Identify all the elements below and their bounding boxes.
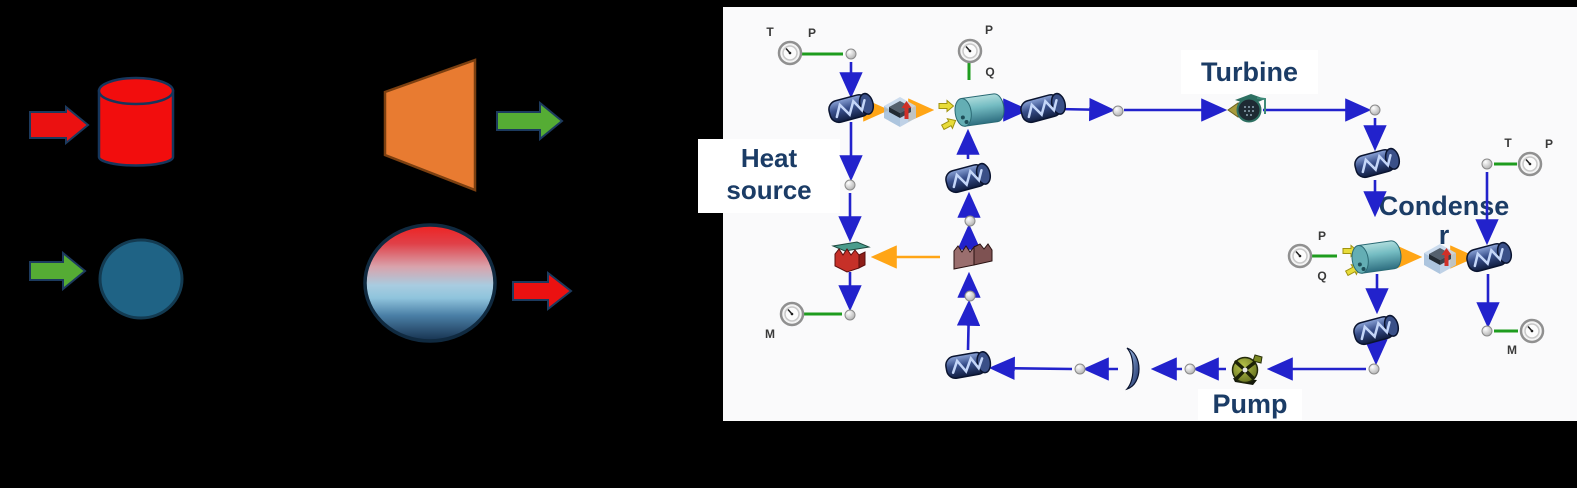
stream-node[interactable] (845, 48, 857, 60)
tag-pressure: P (807, 26, 816, 40)
stream-node[interactable] (964, 290, 976, 302)
heat-flow-arrow (938, 100, 954, 112)
furnace-icon[interactable] (953, 243, 993, 270)
heater-icon[interactable] (832, 241, 870, 273)
gauge-icon[interactable] (1287, 243, 1313, 269)
condenser-sphere-shape (363, 223, 497, 343)
cycle-schematic (29, 58, 573, 343)
gauge-icon[interactable] (777, 40, 803, 66)
pump-label: Pump (1198, 389, 1302, 420)
stream-line[interactable] (956, 299, 981, 351)
stream-node[interactable] (1368, 363, 1380, 375)
pipe-icon[interactable] (942, 160, 994, 196)
heat-exchanger-icon[interactable] (1424, 244, 1456, 274)
heat-exchanger-icon[interactable] (884, 97, 916, 127)
heat-flow-arrow (939, 115, 959, 133)
turbine-icon[interactable] (1234, 93, 1266, 123)
stream-node[interactable] (964, 215, 976, 227)
tag-heat-duty: Q (985, 65, 995, 79)
stream-node[interactable] (1074, 363, 1086, 375)
stream-node[interactable] (844, 179, 856, 191)
tag-temperature: T (1504, 136, 1512, 150)
instrument-signal-lines (802, 52, 1518, 333)
pipe-icon[interactable] (1351, 145, 1403, 181)
heat-source-label: Heat source (698, 139, 840, 213)
stream-node[interactable] (1184, 363, 1196, 375)
heat-out-arrow (512, 270, 573, 312)
gauge-icon[interactable] (1519, 318, 1545, 344)
stream-node[interactable] (844, 309, 856, 321)
pump-icon[interactable] (1230, 353, 1264, 387)
tag-massflow: M (765, 327, 775, 341)
work-out-arrow (496, 100, 564, 142)
gauge-icon[interactable] (1517, 151, 1543, 177)
pipe-icon[interactable] (1350, 312, 1402, 348)
pipe-icon[interactable] (825, 90, 877, 126)
tag-pressure: P (984, 23, 993, 37)
pipe-icon[interactable] (943, 349, 994, 381)
gauge-icon[interactable] (779, 301, 805, 327)
valve-icon[interactable] (1126, 347, 1140, 390)
tag-massflow: M (1507, 343, 1517, 357)
tag-temperature: T (766, 25, 774, 39)
stream-node[interactable] (1112, 105, 1124, 117)
heat-source-label-line1: Heat (740, 143, 798, 173)
tag-heat-duty: Q (1317, 269, 1327, 283)
heat-source-cylinder-shape (97, 76, 175, 167)
condenser-drum-icon[interactable] (1349, 239, 1404, 275)
tag-pressure: P (1317, 229, 1326, 243)
stream-node[interactable] (1481, 158, 1493, 170)
material-streams[interactable] (838, 62, 1500, 381)
condenser-label-line2: r (1438, 220, 1450, 250)
gauge-icon[interactable] (957, 38, 983, 64)
stream-node[interactable] (1369, 104, 1381, 116)
heat-source-label-line2: source (726, 175, 812, 205)
pipe-icon[interactable] (1017, 90, 1069, 126)
turbine-trapezoid-shape (383, 58, 477, 192)
turbine-label: Turbine (1181, 50, 1318, 94)
flowsheet-panel (723, 7, 1577, 421)
stream-line[interactable] (1056, 97, 1116, 122)
heat-in-arrow (29, 104, 90, 146)
stream-node[interactable] (1481, 325, 1493, 337)
boiler-drum-icon[interactable] (952, 92, 1007, 128)
stream-line[interactable] (988, 356, 1073, 380)
tag-pressure: P (1544, 137, 1553, 151)
work-in-arrow (29, 250, 87, 292)
pump-circle-shape (98, 238, 184, 320)
pipe-icon[interactable] (1463, 239, 1515, 275)
